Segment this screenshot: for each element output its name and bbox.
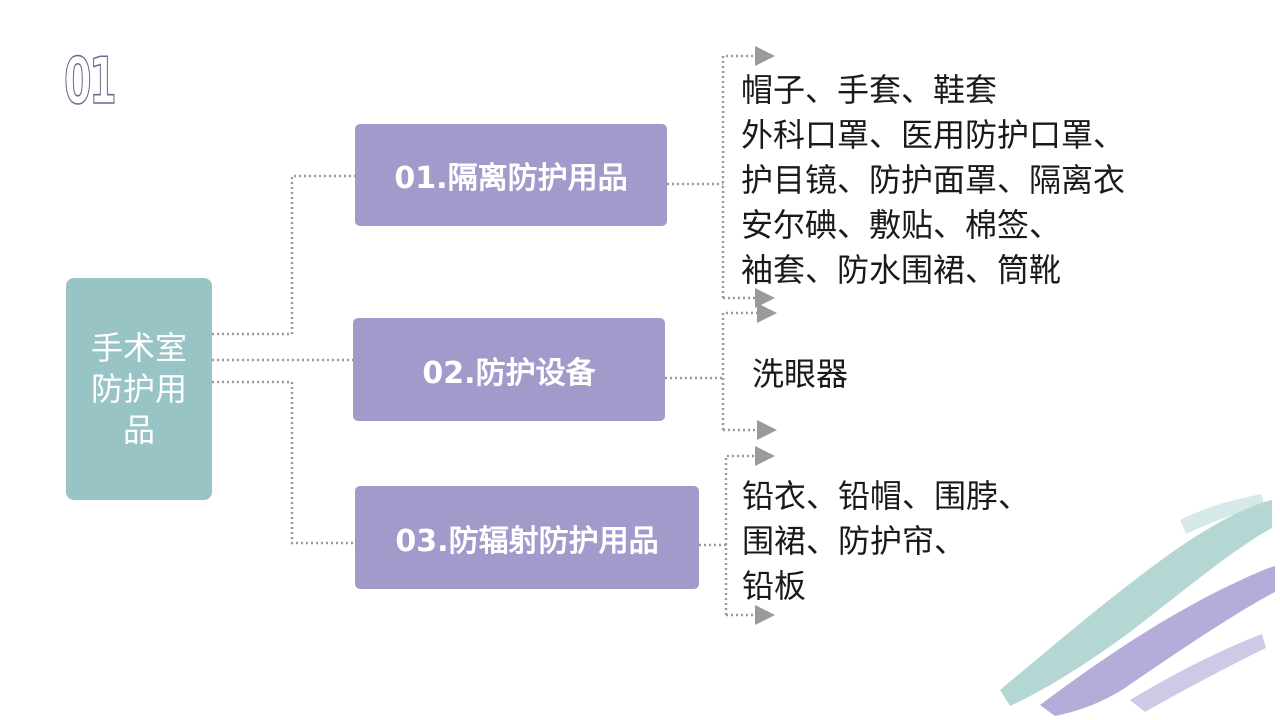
root-node-label: 手术室防护用品 [90, 328, 187, 449]
item-line: 安尔碘、敷贴、棉签、 [741, 206, 1062, 244]
connector-root-cat3 [212, 380, 355, 545]
item-line: 铅板 [742, 567, 807, 605]
item-list-radiation: 铅衣、铅帽、围脖、 围裙、防护帘、 铅板 [742, 474, 1122, 609]
item-line: 护目镜、防护面罩、隔离衣 [741, 161, 1126, 199]
connector-root-cat1 [212, 174, 355, 336]
category-node-radiation: 03.防辐射防护用品 [355, 486, 699, 589]
item-line: 围裙、防护帘、 [742, 522, 967, 560]
category-node-equipment: 02.防护设备 [353, 318, 665, 421]
item-line: 外科口罩、医用防护口罩、 [741, 116, 1126, 154]
item-line: 帽子、手套、鞋套 [741, 71, 998, 109]
root-node: 手术室防护用品 [66, 278, 212, 500]
item-list-equipment: 洗眼器 [752, 352, 952, 397]
item-list-isolation: 帽子、手套、鞋套 外科口罩、医用防护口罩、 护目镜、防护面罩、隔离衣 安尔碘、敷… [741, 68, 1211, 293]
item-line: 袖套、防水围裙、筒靴 [741, 251, 1062, 289]
section-number-badge: 01 [64, 45, 118, 119]
category-node-isolation: 01.隔离防护用品 [355, 124, 667, 226]
item-line: 洗眼器 [752, 355, 849, 393]
item-line: 铅衣、铅帽、围脖、 [742, 477, 1031, 515]
